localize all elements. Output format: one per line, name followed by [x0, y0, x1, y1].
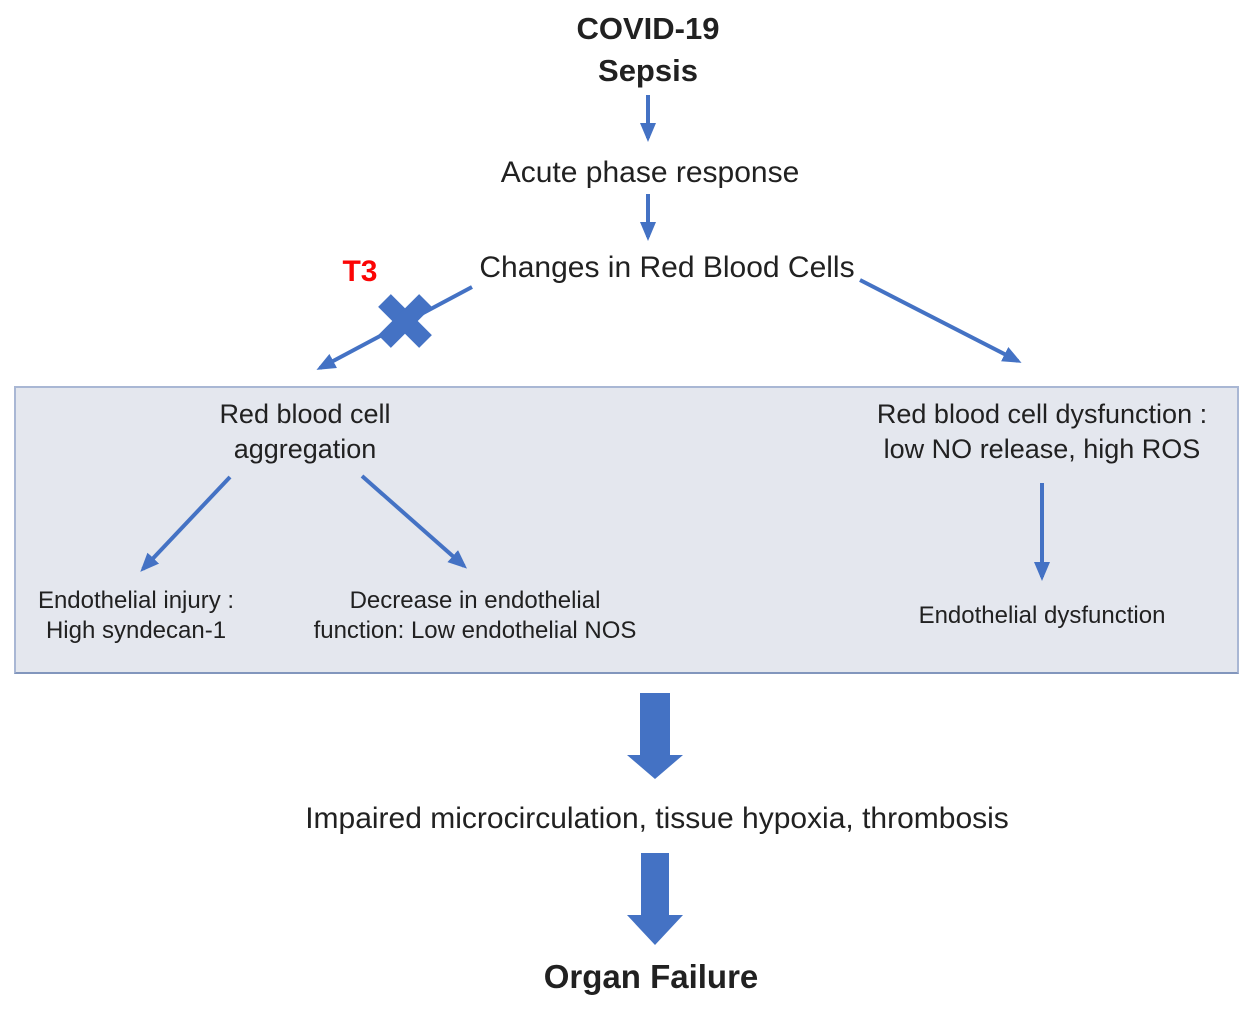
endothelial-injury-line2: High syndecan-1 [45, 617, 227, 644]
t3-label: T3 [342, 255, 378, 288]
node-acute-phase-response: Acute phase response [500, 156, 800, 189]
title-line-sepsis: Sepsis [598, 53, 698, 88]
rbc-aggregation-line1: Red blood cell [219, 399, 391, 429]
node-changes-in-rbc: Changes in Red Blood Cells [479, 251, 855, 284]
endothelial-decrease-line2: function: Low endothelial NOS [313, 617, 637, 644]
node-impaired-microcirculation: Impaired microcirculation, tissue hypoxi… [305, 802, 1009, 835]
node-endothelial-decrease: Decrease in endothelial function: Low en… [295, 586, 655, 646]
rbc-aggregation-line2: aggregation [233, 434, 377, 464]
block-arrow-box-to-impaired [627, 693, 683, 779]
endothelial-injury-line1: Endothelial injury : [37, 587, 235, 614]
node-endothelial-injury: Endothelial injury : High syndecan-1 [6, 586, 266, 646]
rbc-dysfunction-line1: Red blood cell dysfunction : [876, 399, 1208, 429]
rbc-dysfunction-line2: low NO release, high ROS [883, 434, 1201, 464]
node-rbc-aggregation: Red blood cell aggregation [155, 397, 455, 467]
node-endothelial-dysfunction: Endothelial dysfunction [918, 602, 1166, 629]
arrow-rbc-changes-to-dysfunction [859, 278, 1022, 363]
block-arrow-impaired-to-organ-failure [627, 853, 683, 945]
t3-block-x-icon [378, 294, 432, 348]
node-rbc-dysfunction: Red blood cell dysfunction : low NO rele… [862, 397, 1222, 467]
arrow-rbc-changes-to-aggregation [316, 285, 473, 370]
endothelial-decrease-line1: Decrease in endothelial [349, 587, 601, 614]
title-covid-sepsis: COVID-19 Sepsis [448, 8, 848, 92]
node-organ-failure: Organ Failure [543, 958, 759, 995]
title-line-covid: COVID-19 [576, 11, 720, 46]
